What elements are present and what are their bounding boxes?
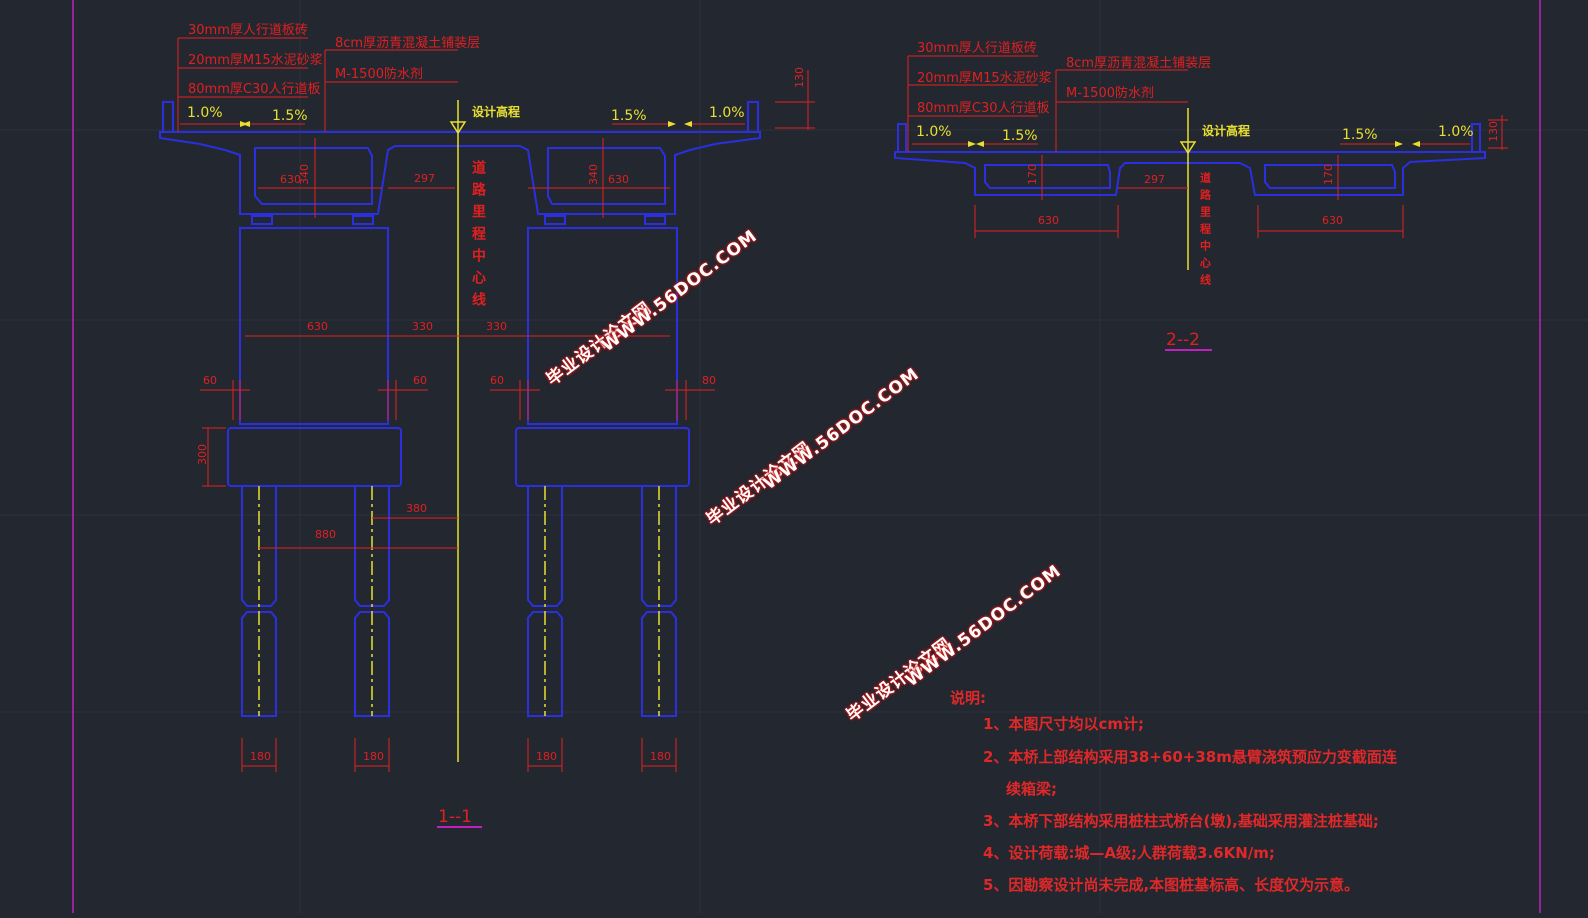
section-2-dimension-lines [907, 55, 1508, 351]
s1-slope-2: 1.5% [272, 108, 308, 124]
s2-slope-1: 1.0% [916, 124, 952, 140]
s2-dim-130: 130 [1487, 121, 1500, 142]
s2-dim-170b: 170 [1322, 164, 1335, 185]
s2-slope-2: 1.5% [1002, 128, 1038, 144]
s1-dim-180d: 180 [650, 750, 671, 763]
s1-slope-3: 1.5% [611, 108, 647, 124]
s1-dim-60a: 60 [203, 374, 217, 387]
s1-dim-180a: 180 [250, 750, 271, 763]
s2-section-label: 2--2 [1166, 330, 1200, 350]
s2-slope-4: 1.0% [1438, 124, 1474, 140]
s1-layer-3: 80mm厚C30人行道板 [188, 82, 321, 97]
s1-dim-180b: 180 [363, 750, 384, 763]
s1-section-label: 1--1 [438, 807, 472, 827]
s1-dim-130: 130 [793, 67, 806, 88]
s1-dim-297: 297 [414, 172, 435, 185]
notes-item-2-cont: 续箱梁; [1006, 780, 1057, 798]
s1-pavement-2: M-1500防水剂 [335, 66, 423, 82]
s2-dim-297: 297 [1144, 173, 1165, 186]
s2-layer-2: 20mm厚M15水泥砂浆 [917, 71, 1052, 86]
notes-item-5: 5、因勘察设计尚未完成,本图桩基标高、长度仅为示意。 [983, 876, 1359, 894]
section-2-slope-heads [968, 141, 1420, 147]
s1-layer-2: 20mm厚M15水泥砂浆 [188, 53, 323, 68]
notes-item-4: 4、设计荷载:城—A级;人群荷载3.6KN/m; [983, 844, 1275, 862]
s1-dim-330a: 330 [412, 320, 433, 333]
s2-dim-630b: 630 [1322, 214, 1343, 227]
s2-dim-170a: 170 [1026, 164, 1039, 185]
notes-item-3: 3、本桥下部结构采用桩柱式桥台(墩),基础采用灌注桩基础; [983, 812, 1379, 830]
section-2-structure [894, 123, 1486, 196]
s2-pavement-2: M-1500防水剂 [1066, 85, 1154, 101]
s1-design-elevation: 设计高程 [472, 104, 520, 119]
s1-dim-300: 300 [196, 444, 209, 465]
s2-pavement-1: 8cm厚沥青混凝土铺装层 [1066, 55, 1211, 71]
section-1-centerlines [258, 100, 660, 762]
notes-title: 说明: [950, 689, 986, 707]
s2-centerline-label: 道路里程中心线 [1199, 171, 1212, 291]
s1-pavement-1: 8cm厚沥青混凝土铺装层 [335, 35, 480, 51]
s1-dim-630b: 630 [608, 173, 629, 186]
s1-dim-380: 380 [406, 502, 427, 515]
s2-slope-3: 1.5% [1342, 127, 1378, 143]
s2-dim-630a: 630 [1038, 214, 1059, 227]
s1-slope-1: 1.0% [187, 105, 223, 121]
s1-dim-60c: 60 [490, 374, 504, 387]
s1-dim-630a: 630 [280, 173, 301, 186]
s2-layer-1: 30mm厚人行道板砖 [917, 41, 1037, 56]
s1-dim-630c: 630 [307, 320, 328, 333]
section-2-centerline [1179, 108, 1197, 270]
s1-dim-180c: 180 [536, 750, 557, 763]
notes-item-2: 2、本桥上部结构采用38+60+38m悬臂浇筑预应力变截面连 [983, 748, 1398, 766]
section-1-dimension-lines [177, 37, 815, 828]
s1-dim-340b: 340 [587, 164, 600, 185]
s1-slope-4: 1.0% [709, 105, 745, 121]
drawing-frame [72, 0, 1541, 913]
s1-dim-340a: 340 [298, 164, 311, 185]
s1-layer-1: 30mm厚人行道板砖 [188, 23, 308, 38]
s2-design-elevation: 设计高程 [1202, 123, 1250, 138]
section-1-structure [159, 101, 761, 717]
section-1-slope-heads [240, 121, 692, 127]
s1-dim-60b: 60 [413, 374, 427, 387]
s2-layer-3: 80mm厚C30人行道板 [917, 101, 1050, 116]
s1-dim-880: 880 [315, 528, 336, 541]
s1-dim-330b: 330 [486, 320, 507, 333]
s1-dim-80: 80 [702, 374, 716, 387]
notes-item-1: 1、本图尺寸均以cm计; [983, 715, 1144, 733]
s1-centerline-label: 道路里程中心线 [470, 159, 486, 314]
